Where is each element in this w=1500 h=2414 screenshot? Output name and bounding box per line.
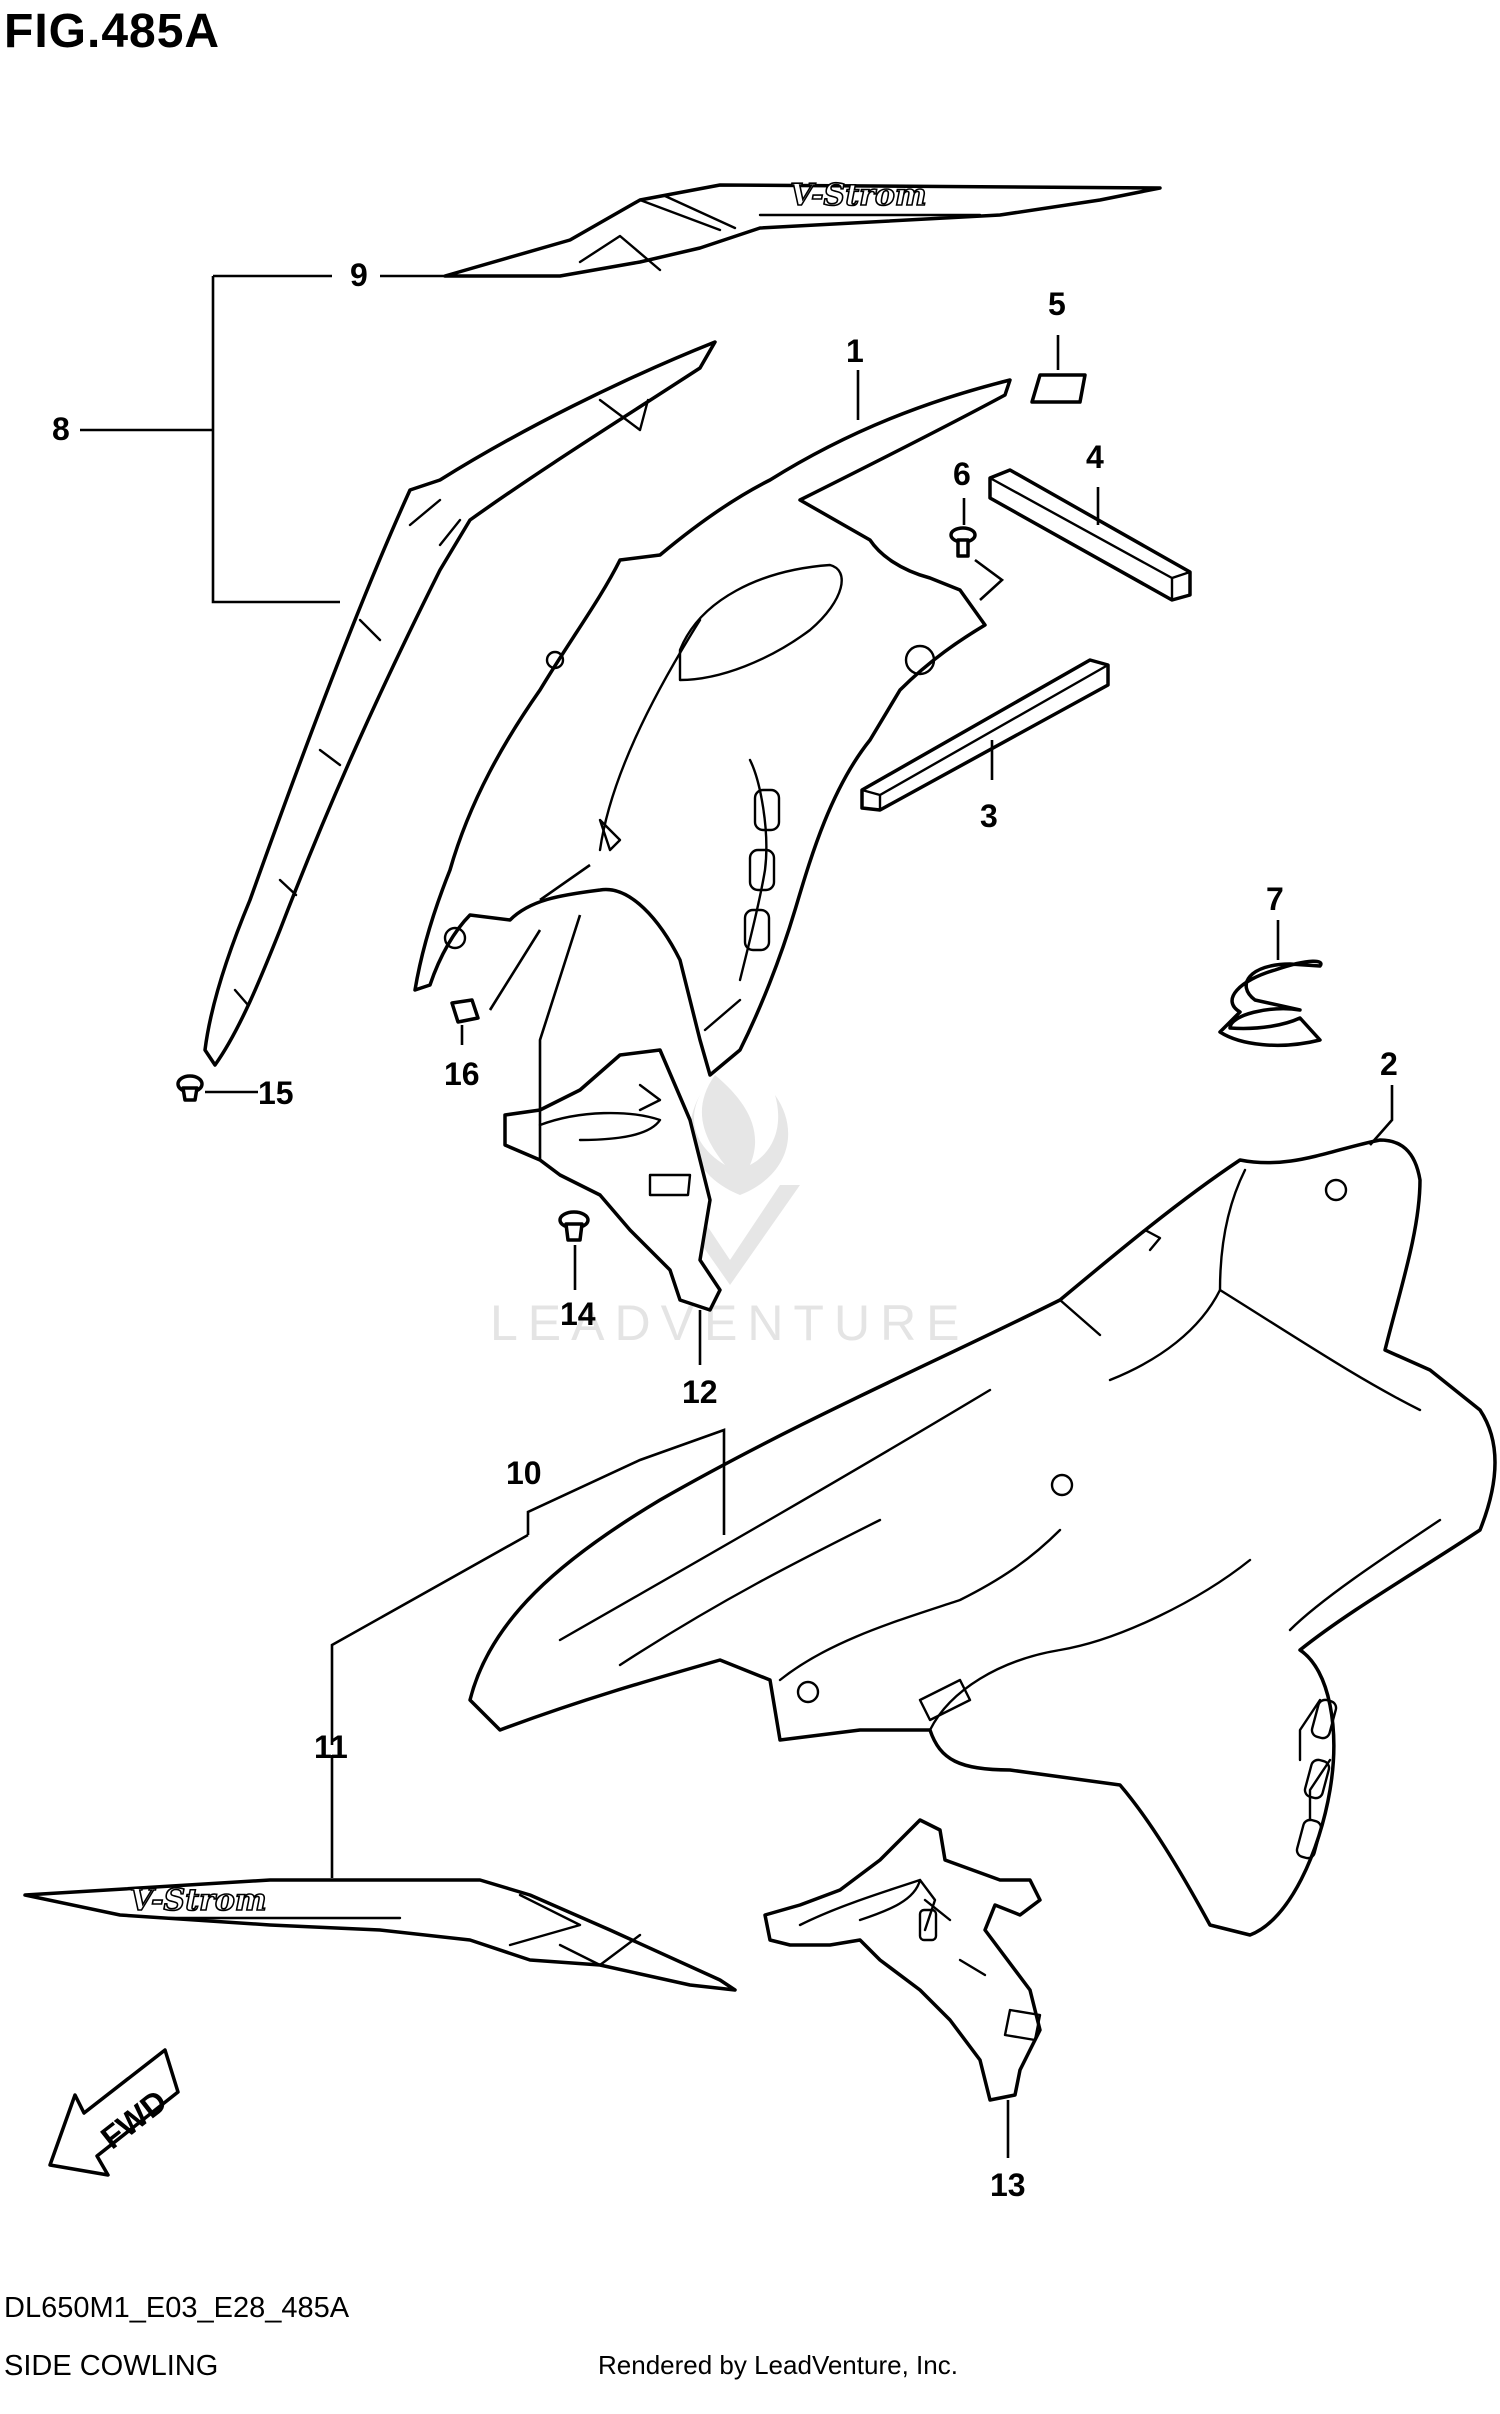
part-2-side-cowl	[468, 1138, 1497, 1937]
part-11-lower-stripe-decal: V-Strom	[23, 1878, 737, 1992]
callout-3: 3	[980, 798, 998, 834]
callout-4: 4	[1086, 439, 1104, 475]
callout-2: 2	[1380, 1046, 1398, 1082]
callout-9: 9	[350, 257, 368, 293]
part-16-clip-nut	[450, 998, 480, 1024]
part-13-lower-bracket	[763, 1818, 1042, 2102]
callouts: 9 8 1 5 6 4 3 7 2 16 15 14 12 10 11 13	[52, 257, 1398, 2203]
part-3-foam-strip	[860, 658, 1110, 812]
callout-1: 1	[846, 333, 864, 369]
callout-5: 5	[1048, 286, 1066, 322]
callout-12: 12	[682, 1374, 718, 1410]
figure-code: DL650M1_E03_E28_485A	[4, 2292, 350, 2324]
callout-7: 7	[1266, 881, 1284, 917]
figure-title: FIG.485A	[4, 5, 221, 58]
part-8-front-cowl-panel	[203, 340, 717, 1067]
callout-13: 13	[990, 2167, 1026, 2203]
part-14-screw	[558, 1210, 590, 1242]
leader-lines	[80, 274, 1394, 2158]
part-6-screw	[949, 526, 977, 558]
callout-14: 14	[560, 1296, 596, 1332]
part-9-upper-stripe-decal: V-Strom	[443, 177, 1162, 278]
callout-11: 11	[314, 1729, 348, 1765]
lower-stripe-brand-text: V-Strom	[130, 1883, 267, 1918]
part-1-inner-fairing-panel	[413, 378, 1012, 1077]
callout-8: 8	[52, 411, 70, 447]
fwd-direction-arrow: FWD	[48, 2048, 180, 2177]
upper-stripe-brand-text: V-Strom	[790, 178, 927, 213]
callout-15: 15	[258, 1075, 294, 1111]
rendered-by-credit: Rendered by LeadVenture, Inc.	[598, 2350, 958, 2380]
part-4-foam-strip	[988, 468, 1192, 602]
part-5-pad	[1030, 373, 1087, 404]
callout-16: 16	[444, 1056, 480, 1092]
callout-6: 6	[953, 456, 971, 492]
callout-10: 10	[506, 1455, 542, 1491]
figure-name: SIDE COWLING	[4, 2350, 219, 2382]
part-12-inner-bracket	[503, 1048, 722, 1312]
watermark-text: LEADVENTURE	[490, 1295, 970, 1351]
part-15-screw	[176, 1074, 204, 1102]
part-7-emblem	[1218, 959, 1323, 1048]
